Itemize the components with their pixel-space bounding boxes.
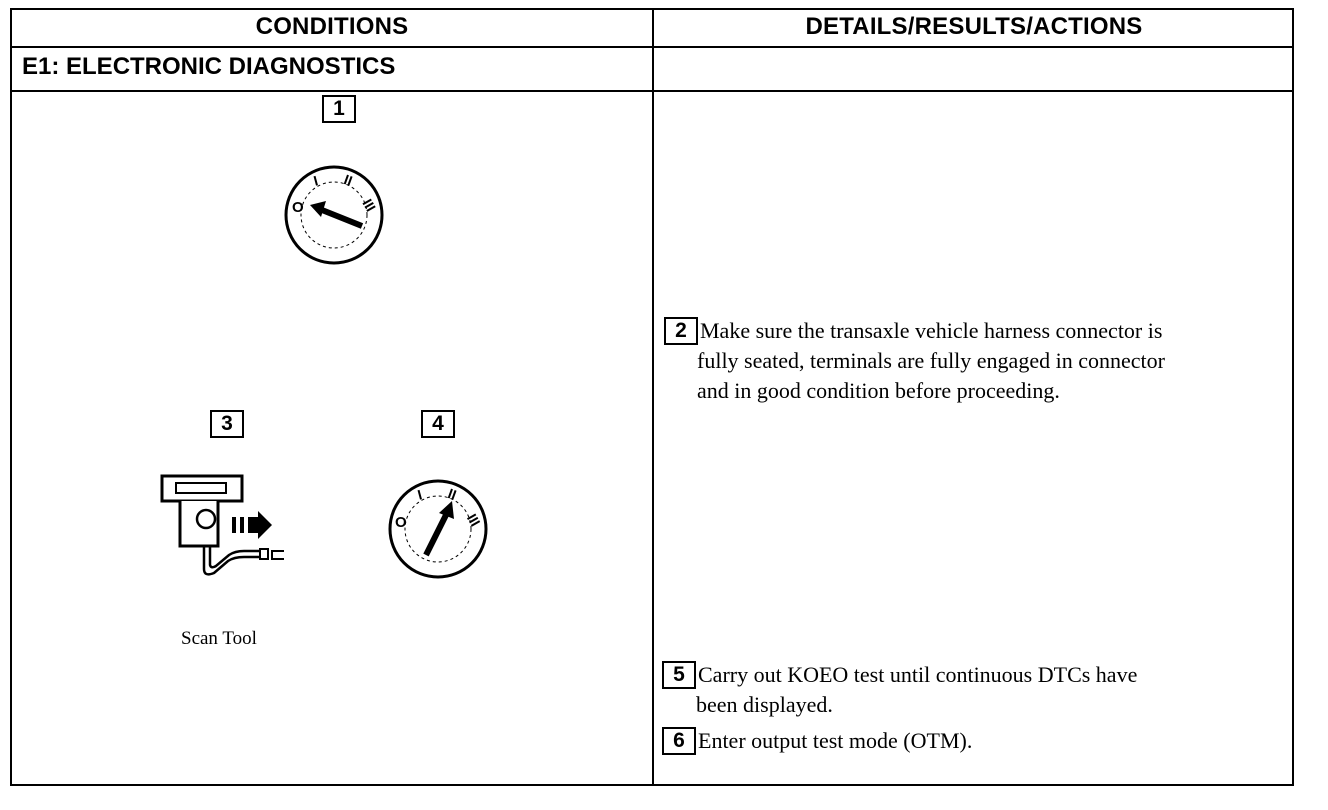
step-4-number: 4 bbox=[421, 410, 455, 438]
step-5-number: 5 bbox=[662, 661, 696, 689]
step-2-line-3: and in good condition before proceeding. bbox=[697, 378, 1060, 403]
ignition-label-off: O bbox=[292, 199, 304, 216]
step-6-line-1: Enter output test mode (OTM). bbox=[698, 728, 973, 753]
ignition-label-off: O bbox=[395, 514, 407, 531]
step-2-line-2: fully seated, terminals are fully engage… bbox=[697, 348, 1165, 373]
step-1-number: 1 bbox=[322, 95, 356, 123]
ignition-off-icon: O I II III bbox=[284, 165, 384, 265]
ignition-label-acc: I bbox=[312, 172, 320, 188]
step-2-line-1: Make sure the transaxle vehicle harness … bbox=[700, 318, 1163, 343]
ignition-label-acc: I bbox=[416, 486, 424, 502]
step-5-text: Carry out KOEO test until continuous DTC… bbox=[696, 660, 1138, 720]
ignition-on-icon: O I II III bbox=[388, 479, 488, 579]
step-5-line-2: been displayed. bbox=[696, 692, 833, 717]
step-6-text: Enter output test mode (OTM). bbox=[698, 726, 972, 756]
step-3-number: 3 bbox=[210, 410, 244, 438]
details-header: DETAILS/RESULTS/ACTIONS bbox=[805, 13, 1143, 40]
section-divider bbox=[12, 90, 1292, 92]
step-2-text: Make sure the transaxle vehicle harness … bbox=[697, 316, 1165, 406]
conditions-header: CONDITIONS bbox=[255, 13, 409, 40]
scan-tool-caption: Scan Tool bbox=[181, 628, 257, 649]
diagnostic-table: CONDITIONS DETAILS/RESULTS/ACTIONS bbox=[10, 8, 1294, 786]
header-divider bbox=[12, 46, 1292, 48]
step-6-number: 6 bbox=[662, 727, 696, 755]
step-5-line-1: Carry out KOEO test until continuous DTC… bbox=[698, 662, 1138, 687]
section-title: E1: ELECTRONIC DIAGNOSTICS bbox=[22, 53, 396, 80]
column-divider bbox=[652, 10, 654, 786]
step-2-number: 2 bbox=[664, 317, 698, 345]
scan-tool-icon bbox=[160, 474, 284, 576]
